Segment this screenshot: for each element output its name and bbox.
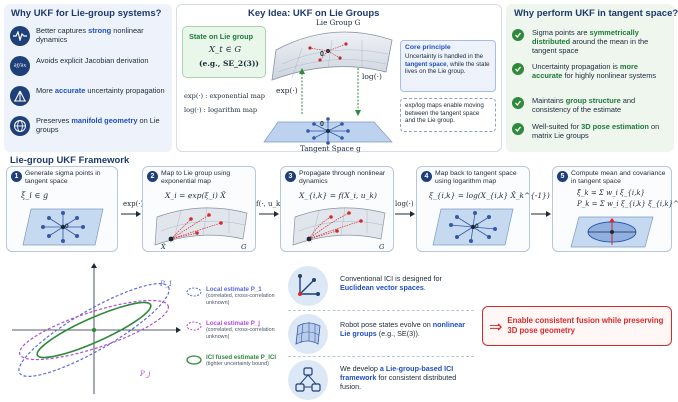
lie-group-label: Lie Group G <box>316 18 361 27</box>
check-icon <box>512 63 524 75</box>
globe-icon <box>10 116 30 136</box>
state-box-title: State on Lie group <box>189 32 254 41</box>
check-icon <box>512 29 524 41</box>
left-item-3: More accurate uncertainty propagation <box>10 86 168 106</box>
legend-1: Local estimate P_1(correlated, cross-cor… <box>186 286 296 306</box>
step-2: 2 Map to Lie group using exponential map… <box>142 166 256 252</box>
step-4-number: 4 <box>421 171 432 182</box>
step-2-g: G <box>241 243 247 251</box>
step-5-eq1: ξ̂_k = Σ w_i ξ_{i,k} <box>577 189 646 197</box>
legend-2: Local estimate P_j(correlated, cross-cor… <box>186 320 296 340</box>
right-panel-title: Why perform UKF in tangent space? <box>514 8 678 19</box>
ellipse-p1 <box>18 283 170 377</box>
ici-item-1: Conventional ICI is designed for Euclide… <box>340 274 442 293</box>
step-1-number: 1 <box>11 171 22 182</box>
step-2-number: 2 <box>147 171 158 182</box>
right-item-1: Sigma points are symmetrically distribut… <box>512 28 670 56</box>
ici-icon-3 <box>288 360 328 400</box>
left-item-1: Better captures strong nonlinear dynamic… <box>10 26 168 46</box>
step-5-diagram <box>570 216 654 248</box>
step-3-g: G <box>379 243 385 251</box>
jacobian-icon: ∂f/∂x <box>10 56 30 76</box>
right-panel <box>506 4 674 152</box>
origin-label-bottom: 0 <box>320 121 324 128</box>
ici-item-2: Robot pose states evolve on nonlinear Li… <box>340 320 466 339</box>
origin-label-top: 0 <box>320 51 324 58</box>
left-panel-title: Why UKF for Lie-group systems? <box>11 8 162 19</box>
step-1-eq: ξ_i ∈ g <box>21 191 49 200</box>
log-desc: log(·) : logarithm map <box>184 106 258 114</box>
step-5-title: Compute mean and covariance in tangent s… <box>571 170 666 185</box>
spread-icon <box>10 86 30 106</box>
exp-desc: exp(·) : exponential map <box>184 92 266 100</box>
step-4-zero: 0 <box>475 223 479 230</box>
framework-arrow-1 <box>121 211 141 217</box>
core-principle-box: Core principle Uncertainty is handled in… <box>400 40 496 92</box>
framework-arrow-4 <box>531 211 551 217</box>
ellipse-plot <box>12 263 181 394</box>
core-title: Core principle <box>405 44 451 51</box>
step-2-diagram <box>154 206 248 246</box>
callout-box: ⇒ Enable consistent fusion while preserv… <box>482 306 672 346</box>
pj-label: P_j <box>140 370 151 378</box>
p1-label: P_1 <box>160 280 173 288</box>
state-box-line2: (e.g., SE_2(3)) <box>199 59 259 68</box>
step-1-zero: 0 <box>65 223 69 230</box>
framework-arrow-2-label: f(·, u_k) <box>256 200 283 208</box>
left-item-2: ∂f/∂x Avoids explicit Jacobian derivatio… <box>10 56 168 76</box>
log-arrow-label: log(·) <box>362 72 382 81</box>
ici-divider-2 <box>288 356 474 357</box>
callout-text: Enable consistent fusion while preservin… <box>507 316 664 335</box>
state-box-line1: X_t ∈ G <box>209 45 242 55</box>
step-1-diagram <box>22 208 104 246</box>
ellipse-pici <box>36 301 152 359</box>
framework-arrow-3-label: log(·) <box>395 200 414 208</box>
callout-arrow-icon: ⇒ <box>489 316 503 336</box>
step-4: 4 Map back to tangent space using logari… <box>416 166 550 252</box>
key-idea-diagram <box>263 31 393 145</box>
legend-3: ICI fused estimate P_ICI(tighter uncerta… <box>186 354 296 368</box>
left-panel <box>4 4 172 152</box>
step-1: 1 Generate sigma points in tangent space… <box>6 166 118 252</box>
step-5-eq2: P_k = Σ w_i ξ_{i,k} ξ_{i,k}^T <box>577 200 678 208</box>
check-icon <box>512 123 524 135</box>
step-4-title: Map back to tangent space using logarith… <box>435 170 517 185</box>
middle-panel-title: Key Idea: UKF on Lie Groups <box>248 8 380 19</box>
framework-arrow-1-label: exp(·) <box>123 200 144 208</box>
step-3-eq: X_{i,k} = f(X_i, u_k) <box>299 191 377 200</box>
right-item-3: Maintains group structure and consistenc… <box>512 96 670 114</box>
ici-icon-1 <box>288 266 328 306</box>
wave-icon <box>10 26 30 46</box>
maps-note-box: exp/log maps enable moving between the t… <box>400 98 496 132</box>
check-icon <box>512 97 524 109</box>
step-4-diagram <box>432 208 514 246</box>
step-4-eq: ξ_{i,k} = log(X_{i,k} X̂_k^{-1}) <box>429 191 550 200</box>
right-item-2: Uncertainty propagation is more accurate… <box>512 62 670 80</box>
ici-icon-2 <box>288 314 328 354</box>
framework-title: Lie-group UKF Framework <box>10 155 130 166</box>
right-item-4: Well-suited for 3D pose estimation on ma… <box>512 122 670 140</box>
step-3-number: 3 <box>285 171 296 182</box>
step-3: 3 Propagate through nonlinear dynamics X… <box>280 166 394 252</box>
state-box: State on Lie group X_t ∈ G (e.g., SE_2(3… <box>182 26 266 78</box>
ellipse-pj <box>19 299 169 361</box>
step-2-title: Map to Lie group using exponential map <box>161 170 231 185</box>
left-item-4: Preserves manifold geometry on Lie group… <box>10 116 168 136</box>
step-5-number: 5 <box>557 171 568 182</box>
framework-arrow-2 <box>259 211 279 217</box>
ici-item-3: We develop a Lie-group-based ICI framewo… <box>340 364 457 392</box>
ici-divider-1 <box>288 310 474 311</box>
framework-arrow-3 <box>395 211 415 217</box>
step-1-title: Generate sigma points in tangent space <box>25 170 101 185</box>
exp-arrow-label: exp(·) <box>276 86 298 95</box>
step-5: 5 Compute mean and covariance in tangent… <box>552 166 678 252</box>
step-2-xhat: X̂ <box>161 243 166 251</box>
tangent-label: Tangent Space g <box>300 144 361 153</box>
step-3-diagram <box>292 206 386 246</box>
step-2-eq: X_i = exp(ξ_i) X̂ <box>165 191 226 200</box>
step-3-title: Propagate through nonlinear dynamics <box>299 170 386 185</box>
